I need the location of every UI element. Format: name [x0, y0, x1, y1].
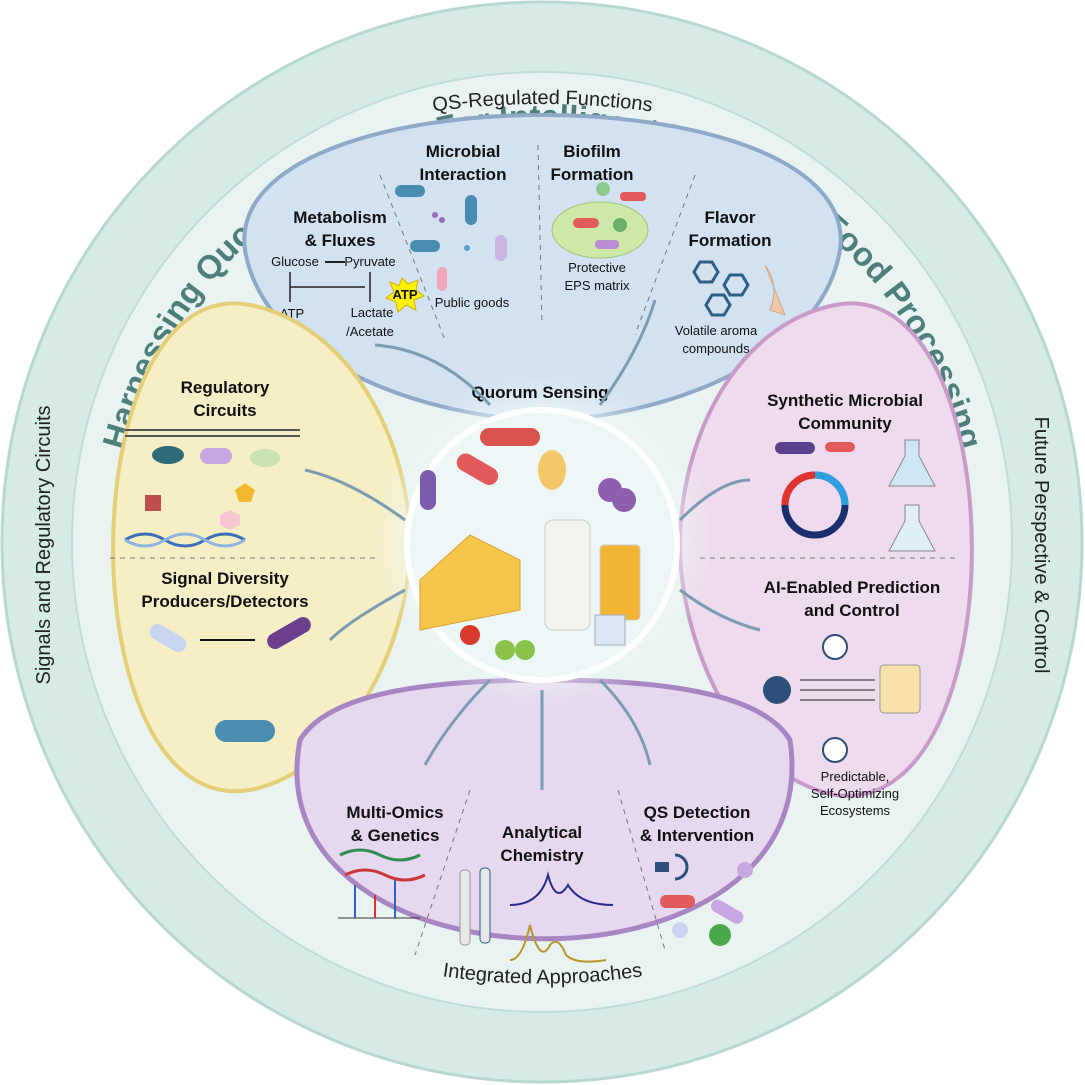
aroma-molecules-icon	[692, 260, 786, 317]
synthetic-community-icon	[775, 439, 936, 552]
metabolism-heading-2: & Fluxes	[305, 231, 376, 250]
right-section-title: Future Perspective & Control	[1030, 417, 1052, 674]
regulatory-circuit-icon	[124, 429, 300, 548]
signal-arrows	[304, 299, 761, 790]
chromatogram-icon	[459, 867, 614, 963]
left-section-title: Signals and Regulatory Circuits	[33, 405, 55, 684]
ecosystems-label: Ecosystems	[820, 803, 891, 818]
detect-heading-2: & Intervention	[640, 826, 754, 845]
community-heading-2: Community	[798, 414, 892, 433]
atp-burst-icon	[384, 277, 426, 313]
biofilm-heading-2: Formation	[550, 165, 633, 184]
volatile-aroma-label: Volatile aroma	[675, 323, 758, 338]
metabolism-heading: Metabolism	[293, 208, 387, 227]
pyruvate-label: Pyruvate	[344, 254, 395, 269]
acetate-label: /Acetate	[346, 324, 394, 339]
ai-control-loop-icon	[763, 634, 921, 763]
bacteria-interaction-icon	[395, 185, 507, 291]
chem-heading: Analytical	[502, 823, 582, 842]
fermented-foods-icon	[419, 428, 641, 660]
diversity-heading: Signal Diversity	[161, 569, 289, 588]
divider	[414, 789, 471, 956]
atp-burst-label: ATP	[392, 287, 417, 302]
protective-label: Protective	[568, 260, 626, 275]
signal-producers-icon	[149, 617, 311, 742]
ai-heading: AI-Enabled Prediction	[764, 578, 941, 597]
flavor-heading: Flavor	[704, 208, 755, 227]
glucose-label: Glucose	[271, 254, 319, 269]
community-heading: Synthetic Microbial	[767, 391, 923, 410]
ai-heading-2: and Control	[804, 601, 899, 620]
omics-heading-2: & Genetics	[351, 826, 440, 845]
quorum-sensing-heading: Quorum Sensing	[472, 383, 609, 402]
circuits-heading: Regulatory	[181, 378, 270, 397]
interaction-heading: Microbial	[426, 142, 501, 161]
biofilm-heading: Biofilm	[563, 142, 621, 161]
diversity-heading-2: Producers/Detectors	[141, 592, 308, 611]
interaction-heading-2: Interaction	[420, 165, 507, 184]
chem-heading-2: Chemistry	[500, 846, 584, 865]
divider	[634, 174, 696, 336]
flavor-heading-2: Formation	[688, 231, 771, 250]
circuits-heading-2: Circuits	[193, 401, 256, 420]
lactate-label: Lactate	[351, 305, 394, 320]
pathway-lines	[289, 272, 371, 302]
qs-detection-icon	[655, 853, 753, 946]
divider	[617, 789, 666, 951]
predictable-label: Predictable,	[821, 769, 890, 784]
self-optimizing-label: Self-Optimizing	[811, 786, 899, 801]
eps-matrix-label: EPS matrix	[564, 278, 630, 293]
omics-heading: Multi-Omics	[346, 803, 443, 822]
biofilm-matrix-icon	[551, 182, 649, 259]
divider	[537, 144, 543, 326]
bottom-lobe	[294, 677, 795, 942]
public-goods-label: Public goods	[435, 295, 510, 310]
detect-heading: QS Detection	[644, 803, 751, 822]
dna-spectrum-icon	[338, 848, 426, 919]
compounds-label: compounds	[682, 341, 750, 356]
